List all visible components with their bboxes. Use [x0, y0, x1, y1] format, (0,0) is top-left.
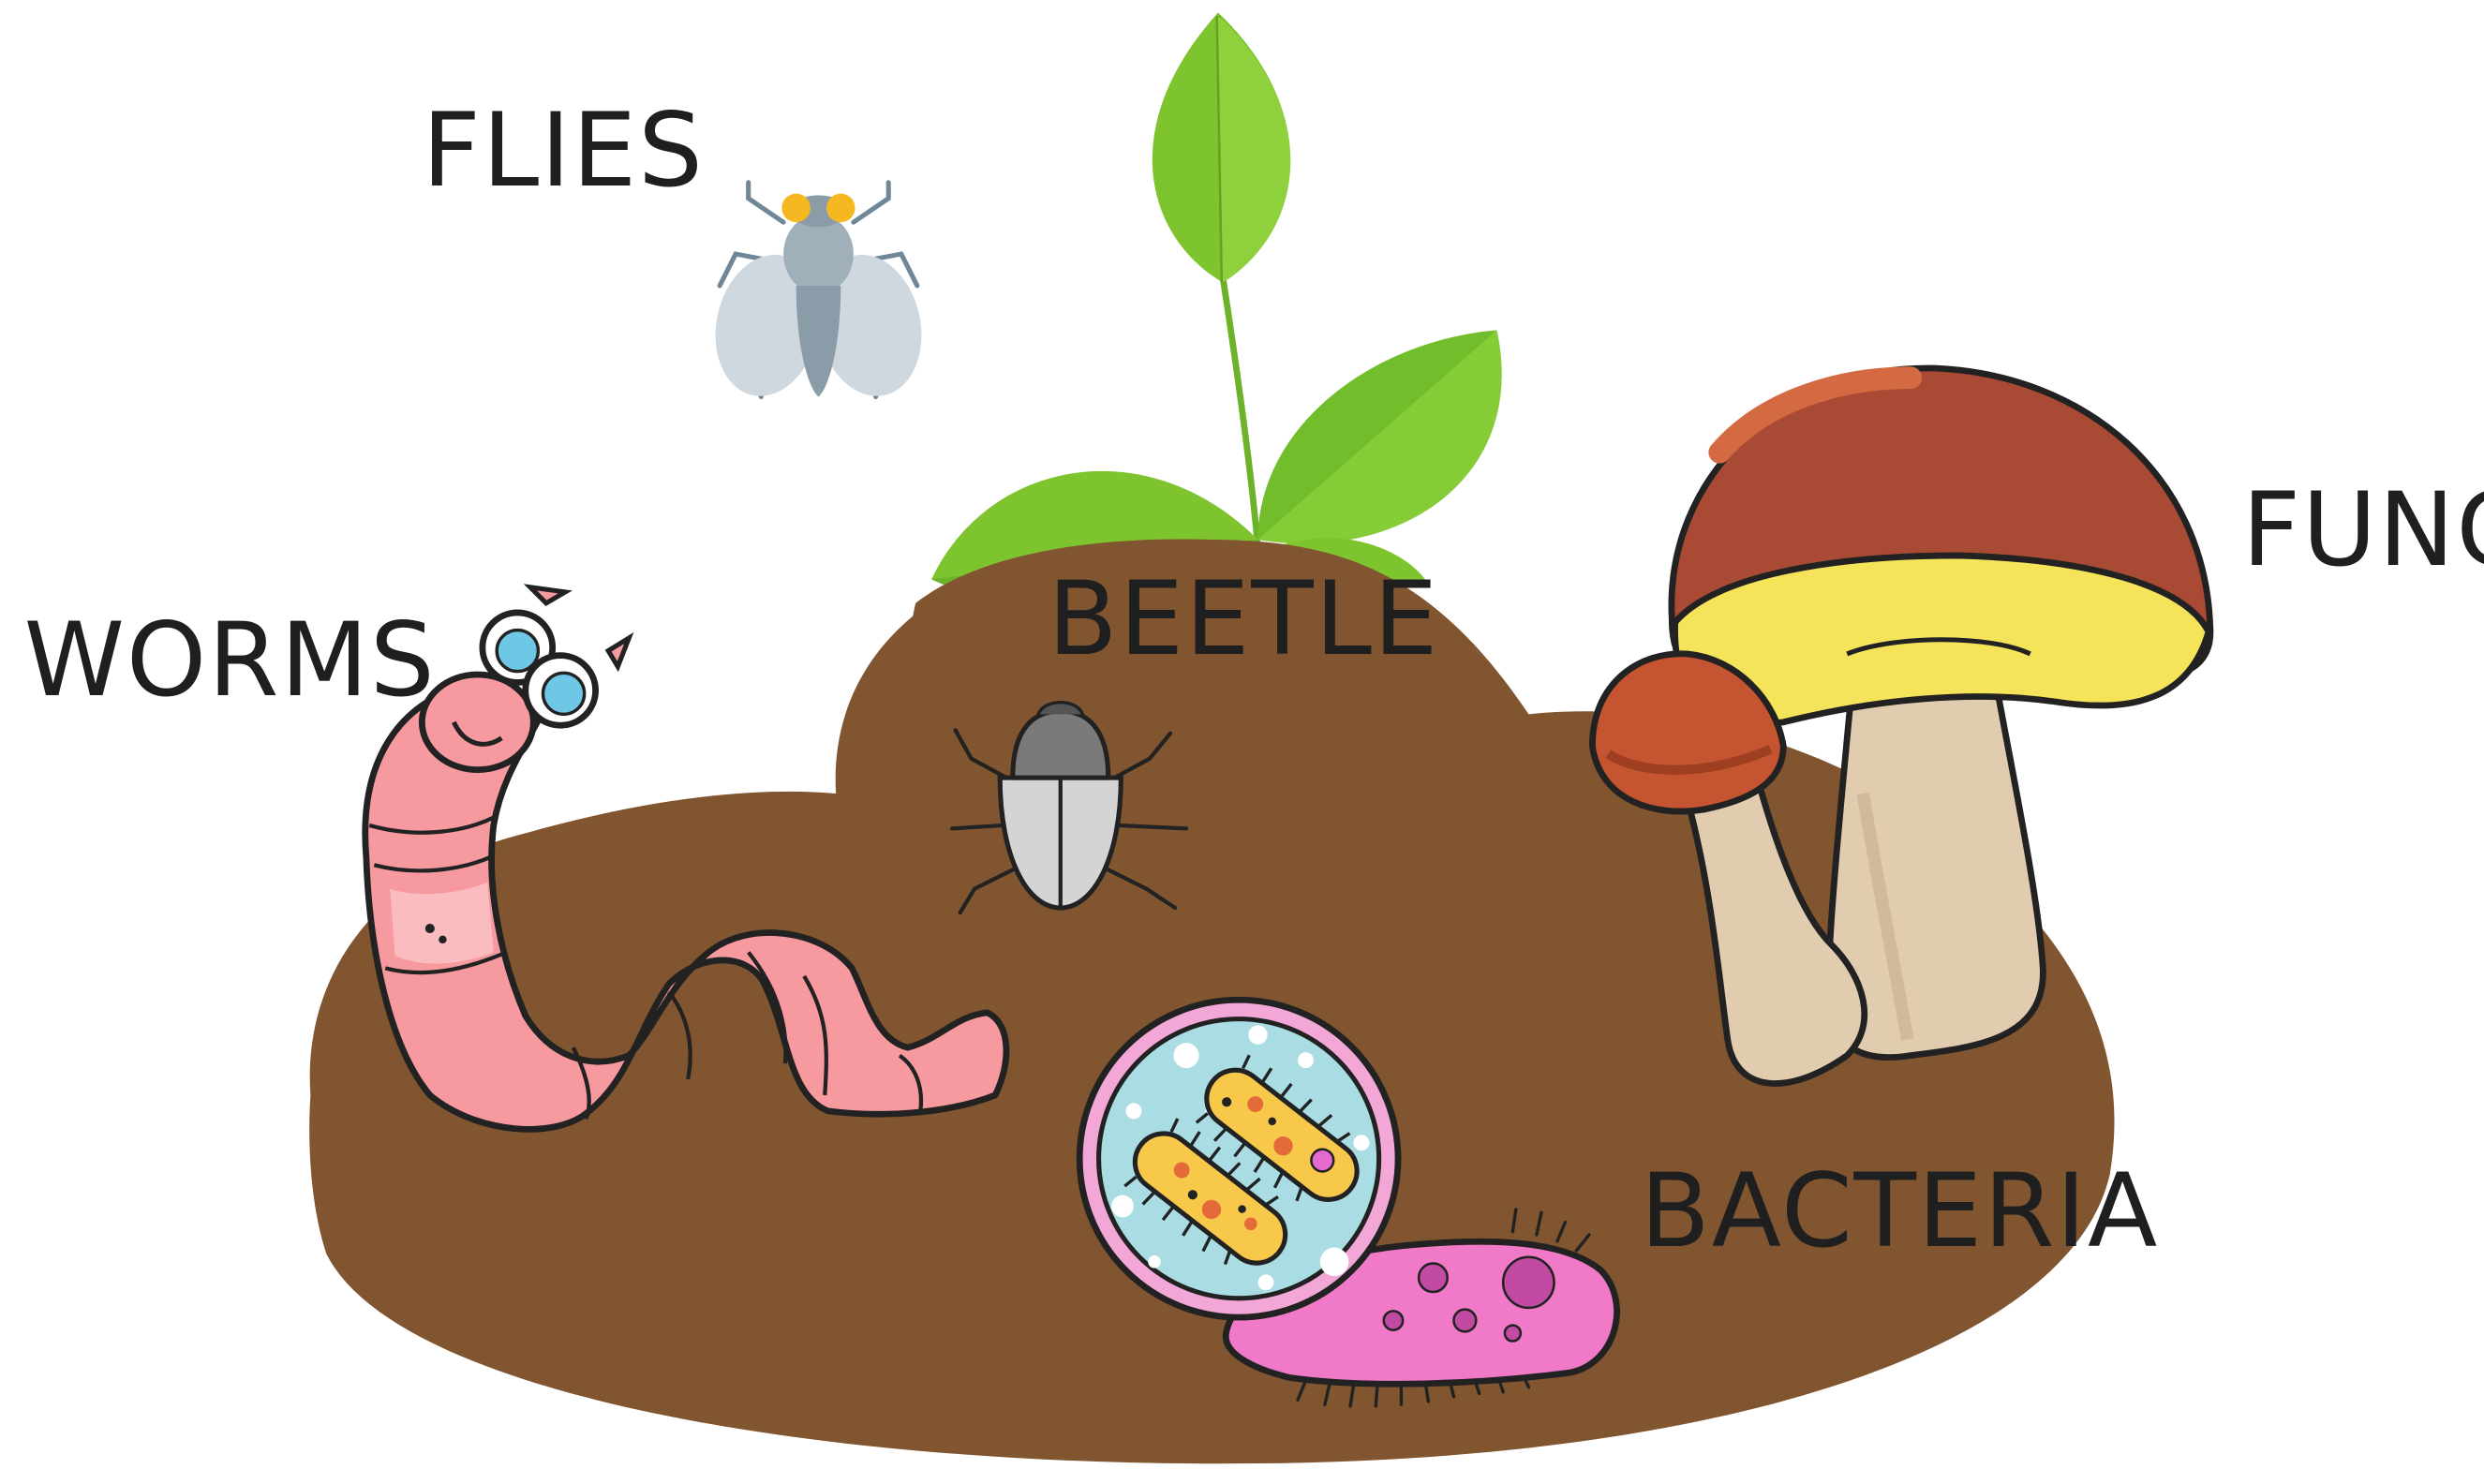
label-fungi: FUNGI: [2242, 470, 2484, 589]
plant-icon: [931, 13, 1502, 609]
fly-icon: [703, 183, 934, 406]
label-flies: FLIES: [422, 91, 704, 210]
label-beetle: BEETLE: [1048, 559, 1439, 678]
label-bacteria: BACTERIA: [1640, 1151, 2159, 1270]
label-worms: WORMS: [23, 601, 436, 720]
